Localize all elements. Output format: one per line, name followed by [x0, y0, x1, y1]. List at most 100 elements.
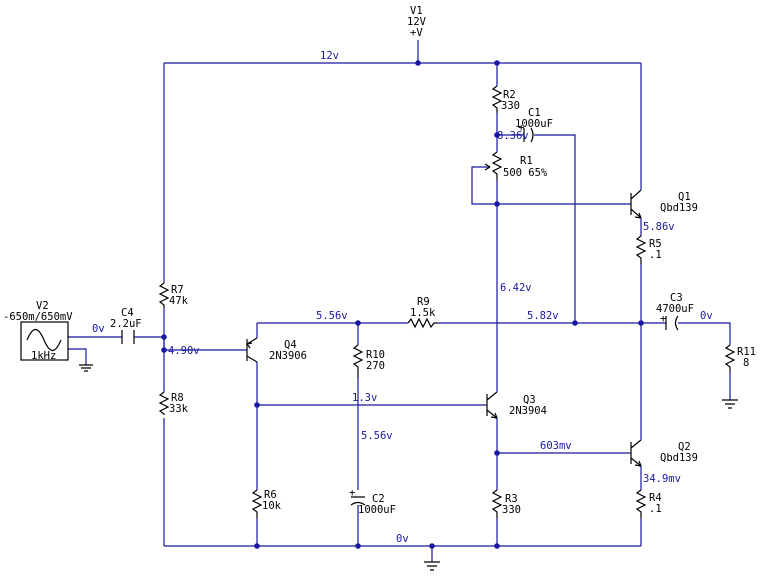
- r10-zigzag: [352, 344, 364, 378]
- junction-dot: [355, 543, 361, 549]
- net-label-q3-base: 1.3v: [352, 392, 377, 404]
- q1-value: Qbd139: [660, 202, 698, 214]
- net-label-c2-node: 5.56v: [361, 430, 393, 442]
- r1-zigzag: [491, 151, 503, 180]
- c1-capacitor: + C1 1000uF: [515, 107, 553, 143]
- q2-transistor: Q2 Qbd139: [630, 439, 698, 467]
- c1-value: 1000uF: [515, 118, 553, 130]
- q1-emitter-arrow: [634, 212, 642, 219]
- c3-plus: +: [660, 313, 666, 325]
- c1-plates: [523, 127, 534, 143]
- ground-main: [424, 561, 440, 571]
- r7-value: 47k: [169, 295, 189, 307]
- junction-dot: [494, 201, 500, 207]
- r10-resistor: R10 270: [352, 344, 385, 378]
- r8-zigzag: [158, 391, 170, 415]
- wires: [68, 40, 731, 562]
- junction-dot: [494, 543, 500, 549]
- net-voltages: 12v 8.36v 5.86v 6.42v 5.56v 5.82v 0v 0v …: [92, 50, 713, 545]
- r11-resistor: R11 8: [724, 344, 756, 371]
- r4-value: .1: [649, 503, 662, 515]
- net-label-output: 5.82v: [527, 310, 559, 322]
- wire-input: [68, 336, 247, 351]
- v1-value: 12V: [407, 16, 427, 28]
- c3-plates: [665, 315, 679, 331]
- c3-capacitor: + C3 4700uF: [656, 292, 694, 331]
- r3-value: 330: [502, 504, 521, 516]
- r6-ref: R6: [264, 489, 277, 501]
- r11-value: 8: [743, 357, 749, 369]
- r11-ref: R11: [737, 346, 756, 358]
- v1-supply: V1 12V +V: [407, 5, 427, 39]
- junction-dot: [161, 334, 167, 340]
- v1-ref: V1: [410, 5, 423, 17]
- c2-plates: [350, 496, 366, 506]
- r5-ref: R5: [649, 238, 662, 250]
- net-label-q4-base: 4.90v: [168, 345, 200, 357]
- r3-zigzag: [491, 489, 503, 518]
- ground-icon: [722, 399, 738, 409]
- ground-icon: [424, 561, 440, 571]
- q2-collector-lead: [630, 439, 642, 449]
- q4-collector-lead: [246, 355, 258, 363]
- net-label-supply: 12v: [320, 50, 339, 62]
- v2-source: V2 -650m/650mV 1kHz: [3, 300, 73, 362]
- r3-resistor: R3 330: [491, 489, 521, 518]
- ground-v2: [79, 364, 93, 372]
- junction-dot: [355, 320, 361, 326]
- q1-collector-lead: [630, 189, 642, 200]
- junction-dot: [572, 320, 578, 326]
- q1-transistor: Q1 Qbd139: [630, 189, 698, 219]
- v2-ref: V2: [36, 300, 49, 312]
- q3-transistor: Q3 2N3904: [486, 391, 547, 419]
- junction-dot: [494, 132, 500, 138]
- r6-zigzag: [251, 489, 263, 518]
- c1-ref: C1: [528, 107, 541, 119]
- r8-value: 33k: [169, 403, 189, 415]
- r4-resistor: R4 .1: [635, 489, 662, 518]
- r6-resistor: R6 10k: [251, 489, 282, 518]
- c4-value: 2.2uF: [110, 318, 142, 330]
- q4-emitter-lead: [246, 337, 258, 345]
- r2-value: 330: [501, 100, 520, 112]
- c2-ref: C2: [372, 493, 385, 505]
- r10-value: 270: [366, 360, 385, 372]
- c3-value: 4700uF: [656, 303, 694, 315]
- net-label-input: 0v: [92, 323, 105, 335]
- sine-icon: [26, 328, 62, 352]
- junction-dot: [415, 60, 421, 66]
- net-label-q3-collector: 6.42v: [500, 282, 532, 294]
- junction-dot: [161, 347, 167, 353]
- q3-emitter-arrow: [490, 412, 498, 419]
- junction-dot: [254, 402, 260, 408]
- c1-plus: +: [518, 122, 524, 134]
- q2-emitter-arrow: [634, 460, 642, 467]
- net-label-ground: 0v: [396, 533, 409, 545]
- c3-ref: C3: [670, 292, 683, 304]
- wire-r1-wiper: [471, 166, 497, 205]
- r1-ref: R1: [520, 155, 533, 167]
- r8-ref: R8: [171, 392, 184, 404]
- net-label-q2-emitter: 34.9mv: [643, 473, 681, 485]
- junctions: [161, 60, 644, 549]
- q3-ref: Q3: [523, 394, 536, 406]
- wire-c1: [497, 134, 576, 323]
- junction-dot: [429, 543, 435, 549]
- wire-c3-out: [678, 322, 731, 400]
- r9-resistor: R9 1.5k: [407, 296, 438, 329]
- v1-node: +V: [410, 27, 423, 39]
- r5-resistor: R5 .1: [635, 235, 662, 264]
- r9-zigzag: [407, 317, 438, 329]
- c2-capacitor: + C2 1000uF: [349, 487, 396, 516]
- r7-zigzag: [158, 282, 170, 308]
- r4-ref: R4: [649, 492, 662, 504]
- c4-plates: [121, 330, 135, 344]
- r9-value: 1.5k: [410, 307, 436, 319]
- c4-capacitor: C4 2.2uF: [110, 307, 142, 344]
- q4-transistor: Q4 2N3906: [246, 337, 307, 363]
- q1-ref: Q1: [678, 191, 691, 203]
- ground-icon: [79, 364, 93, 372]
- q4-emitter-arrow: [246, 342, 253, 349]
- ground-r11: [722, 399, 738, 409]
